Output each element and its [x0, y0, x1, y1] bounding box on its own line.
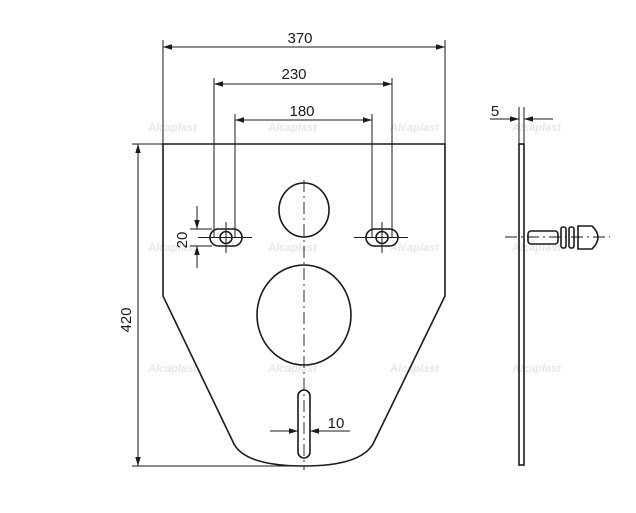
watermark: Alcaplast	[389, 122, 440, 134]
dimension-hole-spacing-inner: 180	[234, 103, 373, 237]
upper-oval-hole	[278, 182, 330, 238]
dimension-height: 420	[118, 143, 304, 467]
left-mounting-hole	[198, 222, 252, 253]
watermarks: Alcaplast Alcaplast Alcaplast Alcaplast …	[147, 122, 562, 375]
dimension-label-5: 5	[491, 103, 499, 120]
watermark: Alcaplast	[267, 242, 318, 254]
bottom-slot	[297, 389, 311, 459]
dimension-slot-height: 20	[174, 206, 212, 268]
dimension-label-180: 180	[289, 103, 314, 120]
watermark: Alcaplast	[389, 242, 440, 254]
fixing-bolt	[505, 225, 610, 250]
dimension-label-420: 420	[118, 307, 135, 332]
dimension-label-20: 20	[174, 232, 191, 249]
dimension-hole-spacing-outer: 230	[213, 66, 393, 237]
dimension-label-370: 370	[287, 30, 312, 47]
side-view: 5	[490, 103, 610, 466]
drain-hole	[256, 264, 352, 366]
dimension-slot-width: 10	[270, 415, 350, 434]
watermark: Alcaplast	[147, 242, 198, 254]
watermark: Alcaplast	[147, 122, 198, 134]
watermark: Alcaplast	[267, 363, 318, 375]
watermark: Alcaplast	[147, 363, 198, 375]
dimension-overall-width: 370	[162, 30, 446, 144]
dimension-label-10: 10	[328, 415, 345, 432]
watermark: Alcaplast	[267, 122, 318, 134]
dimension-label-230: 230	[281, 66, 306, 83]
right-mounting-hole	[354, 222, 408, 253]
watermark: Alcaplast	[389, 363, 440, 375]
